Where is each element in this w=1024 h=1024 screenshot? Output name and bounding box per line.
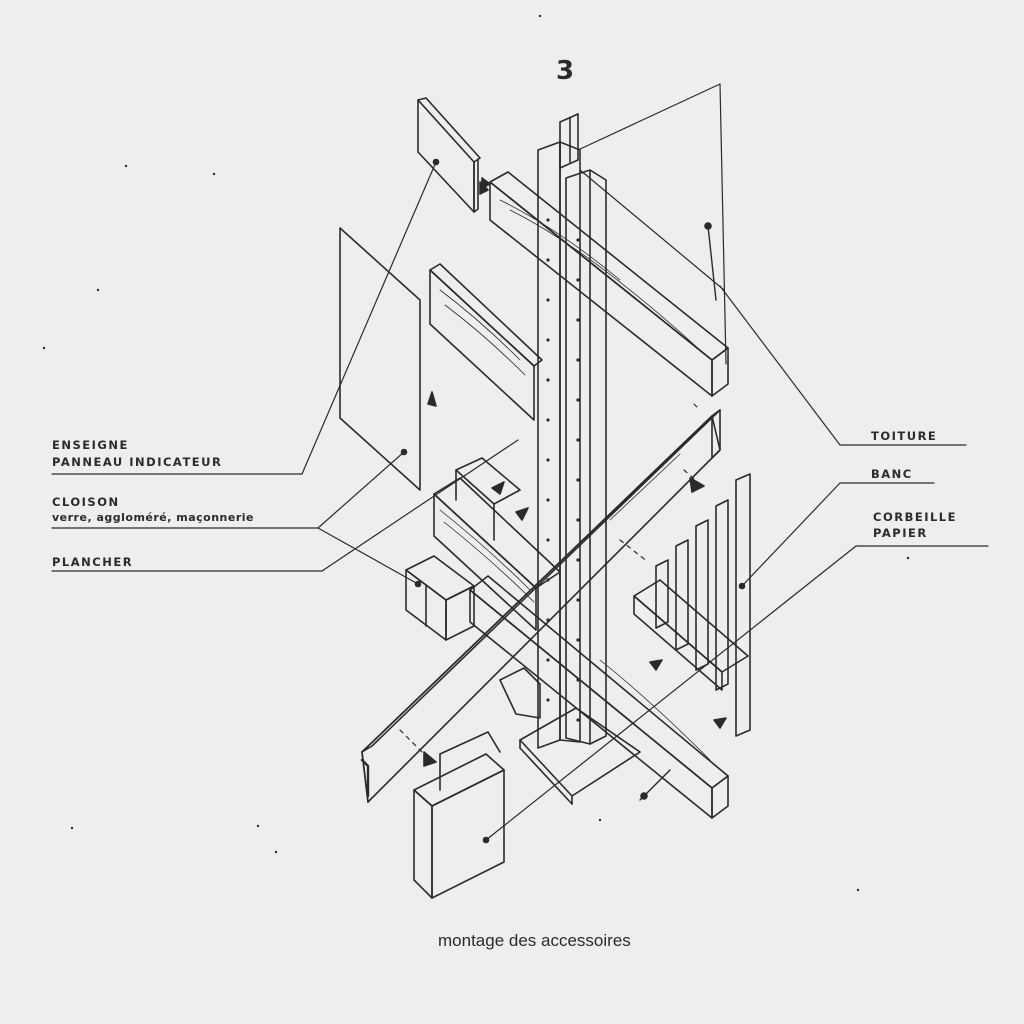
leader-lines	[51, 83, 989, 841]
label-papier: PAPIER	[873, 526, 928, 540]
page-number: 3	[556, 56, 575, 86]
long-diagonal-beam-left	[360, 409, 721, 803]
label-plancher: PLANCHER	[52, 555, 134, 569]
long-diagonal-beam-right	[469, 575, 729, 819]
label-toiture: TOITURE	[871, 429, 938, 443]
label-cloison: CLOISON	[52, 495, 120, 509]
label-panneau-indicateur: PANNEAU INDICATEUR	[52, 455, 223, 469]
assembly-arrows	[399, 403, 703, 757]
bench-part	[633, 473, 751, 737]
label-enseigne: ENSEIGNE	[52, 438, 129, 452]
sign-panel-part	[417, 97, 489, 213]
paper-specks	[42, 14, 910, 892]
label-corbeille: CORBEILLE	[873, 510, 957, 524]
indicator-panel-part	[339, 227, 437, 491]
paper-bin-part	[413, 731, 505, 899]
figure-caption: montage des accessoires	[438, 931, 631, 950]
roof-beam-part	[481, 169, 729, 397]
central-post	[537, 113, 607, 749]
upper-left-beam	[429, 263, 543, 421]
label-banc: BANC	[871, 467, 913, 481]
label-cloison-detail: verre, aggloméré, maçonnerie	[52, 511, 255, 524]
base-plate	[519, 707, 641, 805]
floor-part	[433, 477, 561, 631]
